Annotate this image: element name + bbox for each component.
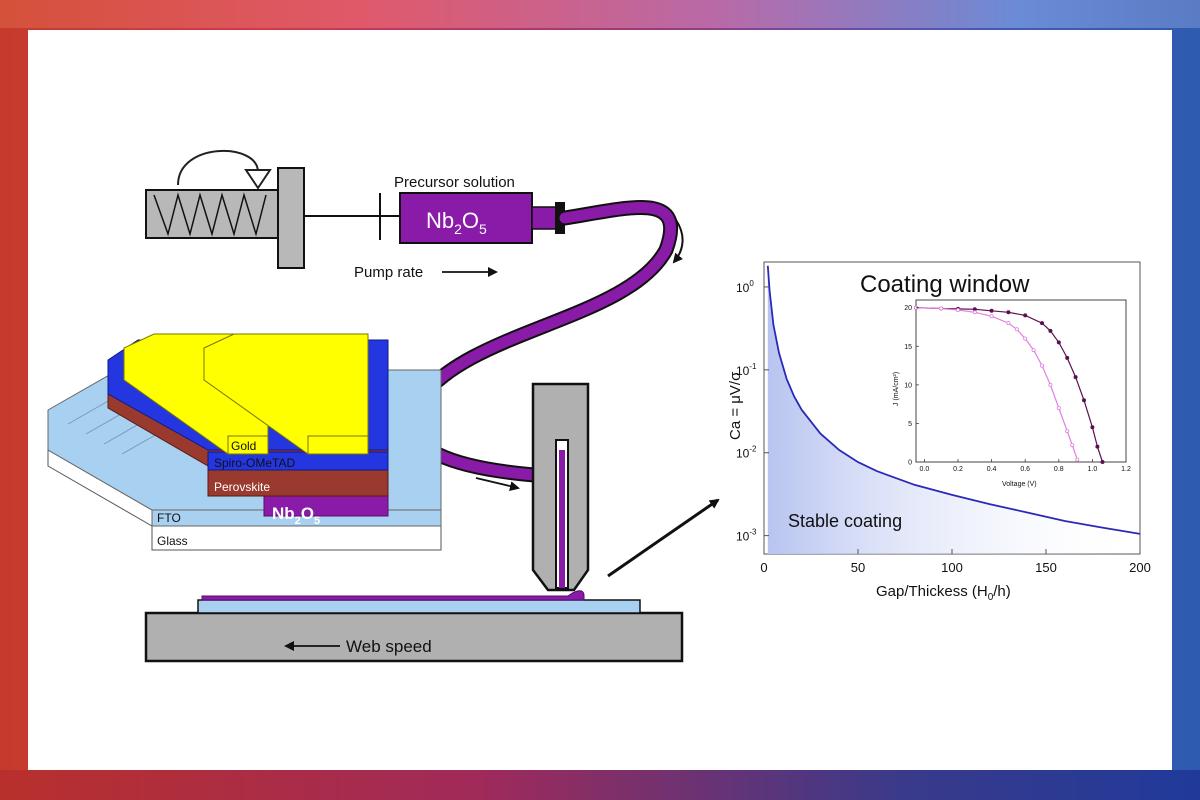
jv-data-point — [1056, 340, 1061, 345]
inset-x-axis-label: Voltage (V) — [1002, 481, 1037, 488]
jv-data-point — [1070, 442, 1075, 447]
jv-data-point — [1065, 429, 1070, 434]
inset-y-tick-label: 15 — [904, 344, 912, 351]
jv-data-point — [1006, 321, 1011, 326]
inset-y-tick-label: 20 — [904, 305, 912, 312]
jv-data-point — [1031, 348, 1036, 353]
jv-data-point — [1056, 405, 1061, 410]
jv-data-point — [1006, 310, 1011, 315]
syringe: Nb2O5 Precursor solution Pump rate — [354, 174, 565, 281]
figure-panel: Nb2O5 Precursor solution Pump rate Web s… — [28, 30, 1172, 770]
figure-svg: Nb2O5 Precursor solution Pump rate Web s… — [47, 149, 1151, 663]
jv-data-point — [989, 308, 994, 313]
flow-arrow-icon — [672, 219, 684, 264]
coating-stage: Web speed — [144, 590, 684, 663]
fto-label: FTO — [157, 511, 181, 525]
glass-label: Glass — [157, 534, 188, 548]
jv-curve-1 — [915, 307, 1104, 463]
spiro-label: Spiro-OMeTAD — [214, 456, 295, 470]
precursor-solution-label: Precursor solution — [394, 174, 515, 191]
coating-window-curve — [766, 265, 1141, 535]
syringe-barrel — [399, 192, 533, 244]
nb2o5-label: Nb2O5 — [272, 504, 320, 527]
jv-data-point — [1023, 336, 1028, 341]
inset-plot-area — [915, 299, 1127, 463]
device-stack: Gold Spiro-OMeTAD Perovskite FTO Glass N… — [47, 333, 442, 551]
jv-data-point — [1040, 363, 1045, 368]
jv-data-point — [1048, 382, 1053, 387]
jv-data-point — [1100, 459, 1105, 464]
y-tick-label: 100 — [736, 279, 754, 295]
y-tick-label: 10-1 — [736, 362, 757, 378]
wet-film — [201, 590, 585, 601]
y-tick-label: 10-2 — [736, 445, 757, 461]
chart-y-axis-label: Ca = μV/σ — [727, 371, 744, 440]
inset-y-tick-label: 5 — [908, 421, 912, 428]
inset-x-tick-label: 1.0 — [1088, 466, 1098, 473]
inset-x-tick-label: 0.4 — [987, 466, 997, 473]
inset-x-tick-label: 0.2 — [953, 466, 963, 473]
jv-data-point — [1090, 425, 1095, 430]
jv-data-point — [956, 307, 961, 312]
jv-data-point — [1023, 313, 1028, 318]
die-ink-channel — [559, 450, 565, 588]
spiro-ometad-layer — [207, 451, 389, 471]
inset-y-tick-label: 0 — [908, 460, 912, 467]
pump-rate-label: Pump rate — [354, 264, 423, 281]
jv-data-point — [1065, 355, 1070, 360]
rotation-arrow-icon — [177, 149, 259, 186]
chart-x-axis-label: Gap/Thickess (H0/h) — [876, 583, 1011, 603]
x-tick-label: 50 — [851, 560, 865, 575]
jv-data-point — [1095, 444, 1100, 449]
inlet-arrow-icon — [475, 477, 520, 492]
jv-data-point — [1040, 321, 1045, 326]
rotation-arrowhead-icon — [244, 169, 272, 190]
stable-region-fill — [767, 265, 1140, 554]
stable-coating-label: Stable coating — [788, 511, 902, 531]
inset-x-tick-label: 0.8 — [1054, 466, 1064, 473]
slot-die-head — [531, 382, 590, 592]
decorative-frame-top — [0, 0, 1200, 28]
perovskite-layer — [207, 469, 389, 497]
chart-title: Coating window — [860, 271, 1030, 298]
jv-data-point — [1073, 375, 1078, 380]
screw-thread-icon — [153, 192, 267, 237]
syringe-chemical-label: Nb2O5 — [426, 208, 487, 237]
web-speed-label: Web speed — [346, 637, 432, 656]
inset-y-tick-label: 10 — [904, 382, 912, 389]
jv-inset-chart: 0.0 0.2 0.4 0.6 0.8 1.0 1.2 0 5 10 15 20 Voltage (… — [893, 299, 1131, 488]
jv-data-point — [972, 310, 977, 315]
y-tick-label: 10-3 — [736, 528, 757, 544]
x-tick-label: 200 — [1129, 560, 1151, 575]
jv-data-point — [1075, 457, 1080, 462]
substrate — [197, 599, 641, 614]
x-tick-label: 100 — [941, 560, 963, 575]
perovskite-label: Perovskite — [214, 480, 270, 494]
screw-body — [145, 189, 279, 239]
jv-data-point — [939, 306, 944, 311]
moving-stage — [144, 611, 684, 663]
pump-plate — [277, 167, 305, 269]
syringe-tip — [531, 206, 559, 230]
jv-data-point — [1014, 327, 1019, 332]
gold-label: Gold — [231, 439, 256, 453]
jv-data-point — [989, 314, 994, 319]
x-tick-label: 0 — [760, 560, 767, 575]
to-chart-arrow-icon — [607, 498, 720, 578]
jv-data-point — [1048, 328, 1053, 333]
syringe-pump — [145, 149, 400, 269]
inset-x-tick-label: 0.0 — [920, 466, 930, 473]
inset-x-tick-label: 1.2 — [1121, 466, 1131, 473]
inset-y-axis-label: J (mA/cm²) — [893, 372, 900, 406]
glass-layer — [151, 526, 442, 551]
jv-data-point — [1082, 398, 1087, 403]
decorative-frame-bottom — [0, 770, 1200, 800]
x-tick-label: 150 — [1035, 560, 1057, 575]
inset-x-tick-label: 0.6 — [1020, 466, 1030, 473]
